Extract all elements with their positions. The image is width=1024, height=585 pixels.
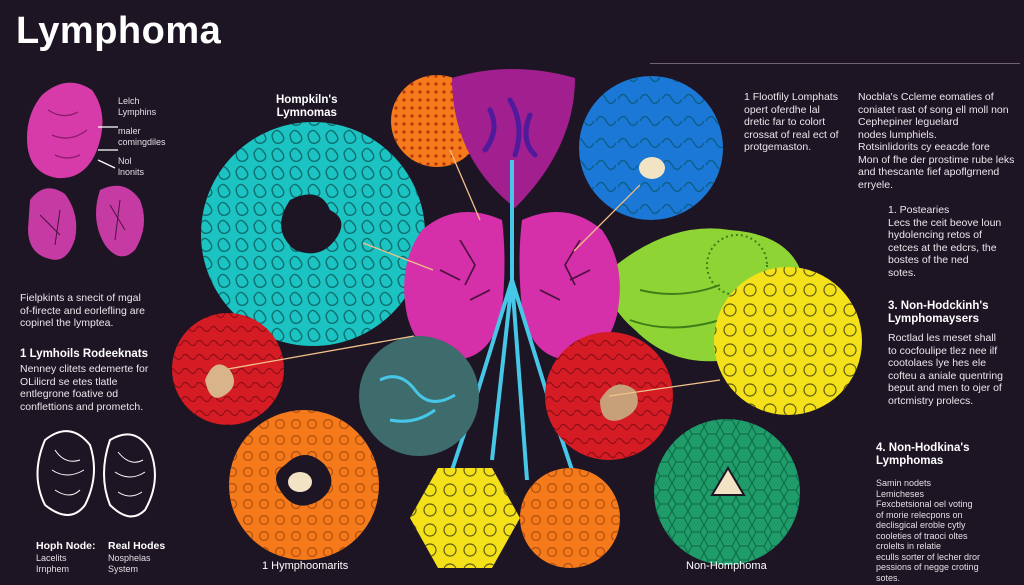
yellow-hexagon xyxy=(410,468,520,568)
section-heading: Lymphomaysers xyxy=(888,313,979,325)
bullet-line: and thescante fief apoflgrnend xyxy=(858,166,1000,178)
label-line: Nosphelas xyxy=(108,553,151,563)
section-line: hydolencing retos of xyxy=(888,229,982,241)
label-line: System xyxy=(108,564,139,574)
orange-bottom-center-circle xyxy=(520,468,620,568)
top-center-note: 1 Flootfily Lomphats opert oferdhe lal d… xyxy=(744,91,839,154)
section-line: eculls sorter of lecher dror xyxy=(876,551,981,562)
section-line: beput and men to ojer of xyxy=(888,382,1002,394)
header-line: Hompkiln's xyxy=(276,94,338,106)
label-line: lnonits xyxy=(118,167,145,177)
section-line: declisgical eroble cytly xyxy=(876,520,966,530)
section-line: ortcmistry prolecs. xyxy=(888,394,974,407)
divider-line xyxy=(650,63,1020,64)
section-line: cetces at the edcrs, the xyxy=(888,241,997,254)
central-lungs xyxy=(404,160,620,501)
section-line: Samin nodets xyxy=(876,478,932,488)
note-line: Fielpkints a snecit of mgal xyxy=(20,292,141,304)
bottom-right-label: Non-Homphoma xyxy=(686,560,767,572)
section-line: OLilicrd se etes tlatle xyxy=(20,375,118,388)
lymph-node-outline-right xyxy=(103,433,156,518)
green-hex-circle xyxy=(654,419,800,565)
section-line: entlegrone foative od xyxy=(20,388,119,400)
section-line: Lecs the ceit beove loun xyxy=(888,216,1002,229)
section-line: cootolaes lye hes ele xyxy=(888,357,987,369)
section-line: Roctlad les meset shall xyxy=(888,332,996,344)
page-title: Lymphoma xyxy=(16,10,222,52)
label-line: Nol xyxy=(118,156,132,166)
bullet-line: coniatet rast of song ell moll non xyxy=(858,103,1009,116)
hodgkin-header: Hompkiln's Lymnomas xyxy=(276,94,338,120)
lymph-node-outline-left xyxy=(36,430,95,516)
section-line: bostes of the ned xyxy=(888,254,969,266)
bullet-line: Cephepiner leguelard xyxy=(858,116,959,128)
section-line: to cocfoulipe tlez nee ilf xyxy=(888,344,998,357)
right-section-1: 1. Postearies Lecs the ceit beove loun h… xyxy=(888,204,1001,279)
bullet-line: Mon of fhe der prostime rube leks xyxy=(858,153,1015,166)
slate-circle xyxy=(359,336,479,456)
top-right-bullets: Nocbla's Ccleme eomaties of coniatet ras… xyxy=(858,91,1014,191)
bottom-center-label: 1 Hymphoomarits xyxy=(262,560,349,572)
section-line: cofteu a aniale quentring xyxy=(888,369,1004,382)
section-heading: 4. Non-Hodkina's xyxy=(876,442,970,454)
yellow-circle xyxy=(714,267,862,415)
bottom-left-label-left: Hoph Node: Lacelits Irnphem xyxy=(36,540,96,575)
section-line: cooleties of traoci oltes xyxy=(876,530,968,541)
top-left-organ-icon xyxy=(27,82,144,260)
note-line: 1 Flootfily Lomphats xyxy=(744,91,838,103)
blue-circle xyxy=(579,76,723,220)
label-heading: Hoph Node: xyxy=(36,540,96,552)
section-heading: Lymphomas xyxy=(876,455,944,467)
bottom-left-label-right: Real Hodes Nosphelas System xyxy=(108,540,165,575)
note-line: copinel the lymptea. xyxy=(20,317,114,329)
label-heading: Real Hodes xyxy=(108,540,166,552)
label-line: Irnphem xyxy=(36,564,70,574)
section-line: sotes. xyxy=(876,572,901,583)
section-line: Nenney clitets edemerte for xyxy=(20,363,149,375)
magenta-shield xyxy=(452,69,575,208)
orange-bottom-left-circle xyxy=(229,410,379,560)
note-line: of-firecte and eorlefling are xyxy=(20,304,145,317)
label-line: Lelch xyxy=(118,96,140,106)
note-line: opert oferdhe lal xyxy=(744,103,820,116)
left-section-1: 1 Lymhoils Rodeeknats Nenney clitets ede… xyxy=(20,348,148,413)
bullet-line: nodes lumphiels. xyxy=(858,128,937,141)
right-section-3: 3. Non-Hodckinh's Lymphomaysers Roctlad … xyxy=(888,300,1003,407)
top-left-labels: Lelch Lymphins maler comingdiles Nol lno… xyxy=(118,96,166,178)
section-line: crolelts in relatie xyxy=(876,541,942,551)
section-line: pessions of negge croting xyxy=(876,562,979,572)
left-mid-note: Fielpkints a snecit of mgal of-firecte a… xyxy=(20,292,145,330)
header-line: Lymnomas xyxy=(276,107,337,119)
section-line: conflettions and prometch. xyxy=(20,400,144,413)
section-line: Fexcbetsional oel voting xyxy=(876,499,973,509)
label-line: Lacelits xyxy=(36,553,67,563)
bullet-line: Nocbla's Ccleme eomaties of xyxy=(858,91,994,103)
section-heading: 1 Lymhoils Rodeeknats xyxy=(20,348,149,360)
label-line: Lymphins xyxy=(118,107,157,117)
section-line: 1. Postearies xyxy=(888,204,950,216)
note-line: protgemaston. xyxy=(744,141,812,153)
section-line: of morie relecpons on xyxy=(876,509,963,520)
section-line: sotes. xyxy=(888,266,917,279)
bullet-line: Rotsinlidorits cy eeacde fore xyxy=(858,141,990,153)
label-line: maler xyxy=(118,126,141,136)
section-heading: 3. Non-Hodckinh's xyxy=(888,300,989,312)
note-line: dretic far to colort xyxy=(744,116,826,128)
connector-lines xyxy=(97,126,721,397)
bullet-line: erryele. xyxy=(858,178,894,191)
section-line: Lemicheses xyxy=(876,488,925,499)
label-line: comingdiles xyxy=(118,137,166,147)
note-line: crossat of real ect of xyxy=(744,128,839,141)
right-section-4: 4. Non-Hodkina's Lymphomas Samin nodets … xyxy=(876,442,980,583)
hodgkin-teal-circle xyxy=(201,122,425,346)
